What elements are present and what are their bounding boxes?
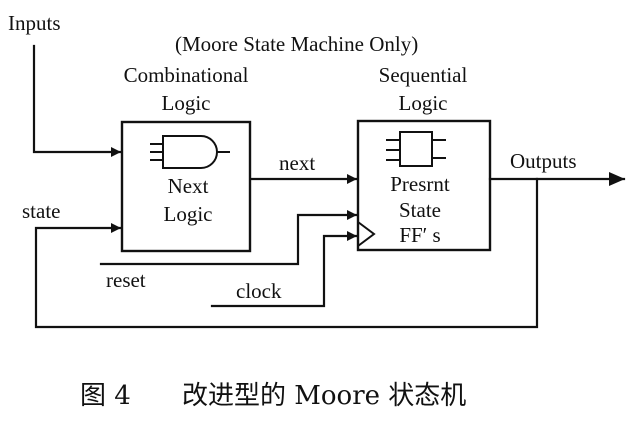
sequential-header-line2: Logic <box>399 91 448 115</box>
clock-wire <box>210 231 358 308</box>
state-label: state <box>22 199 60 223</box>
combinational-header-line1: Combinational <box>124 63 249 87</box>
subtitle: (Moore State Machine Only) <box>175 32 418 56</box>
and-gate-icon <box>150 135 230 169</box>
caption-figure-number: 图 4 <box>80 381 131 411</box>
sequential-header-line1: Sequential <box>379 63 468 87</box>
next-logic-label-line2: Logic <box>164 202 213 226</box>
next-logic-label-line1: Next <box>168 174 209 198</box>
reset-label: reset <box>106 268 146 292</box>
present-state-label-line1: Presrnt <box>390 172 450 196</box>
combinational-header-line2: Logic <box>162 91 211 115</box>
combinational-logic-block <box>120 120 252 253</box>
next-label: next <box>279 151 315 175</box>
clock-label: clock <box>236 279 282 303</box>
sequential-logic-block <box>356 119 492 252</box>
caption-text: 改进型的 Moore 状态机 <box>182 381 466 411</box>
state-feedback-wire <box>34 177 539 329</box>
inputs-label: Inputs <box>8 11 61 35</box>
clock-input-triangle-icon <box>357 221 376 247</box>
flip-flop-icon <box>386 131 446 167</box>
present-state-label-line3: FF′ s <box>399 223 440 247</box>
outputs-label: Outputs <box>510 149 577 173</box>
inputs-wire <box>32 44 122 157</box>
reset-wire <box>99 210 358 266</box>
present-state-label-line2: State <box>399 198 441 222</box>
